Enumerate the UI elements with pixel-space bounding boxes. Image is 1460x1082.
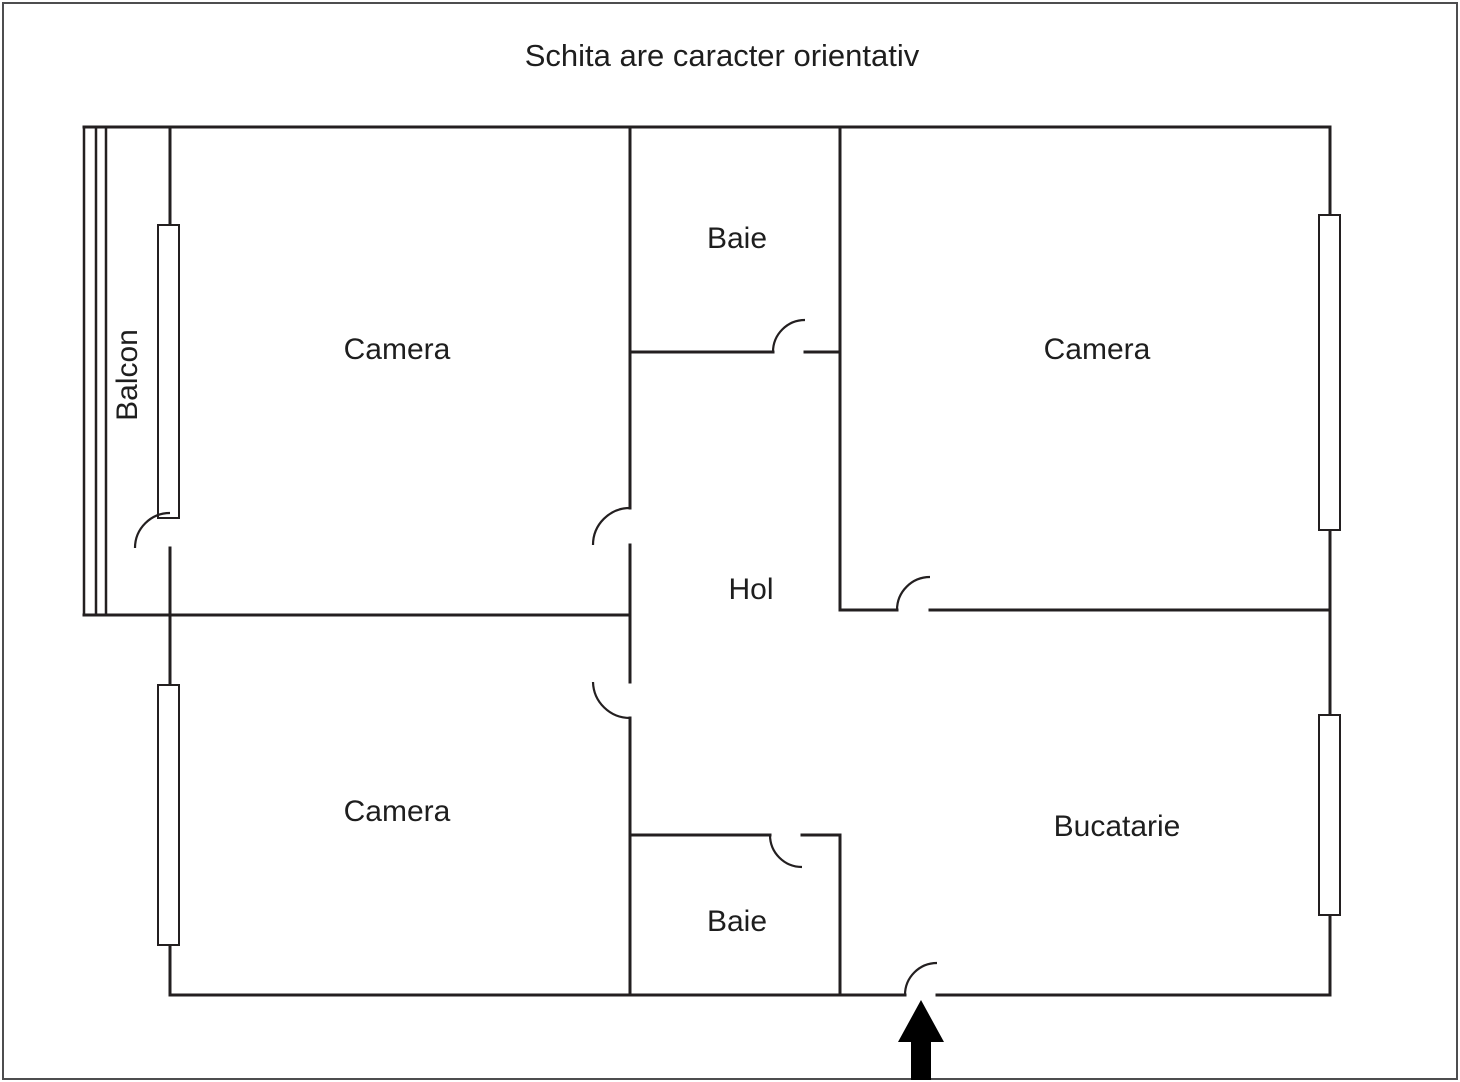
wall-lines [82,125,1332,997]
room-label-camera-top-left: Camera [344,333,451,366]
room-label-bucatarie: Bucatarie [1054,810,1181,843]
door-arc-camera-bottom-left [591,681,631,720]
room-label-baie-top: Baie [707,222,767,255]
door-arc-baie-bottom [768,834,803,869]
room-label-camera-bottom-left: Camera [344,795,451,828]
room-label-camera-top-right: Camera [1044,333,1151,366]
plan-title: Schita are caracter orientativ [525,38,920,73]
balcony-railing [82,125,108,617]
room-label-hol: Hol [728,573,773,606]
labels: Schita are caracter orientativ Balcon Ca… [111,38,1180,938]
room-label-balcon: Balcon [111,329,144,421]
room-label-baie-bottom: Baie [707,905,767,938]
window-bucatarie [1318,714,1341,916]
window-camera-bottom-left [157,684,180,946]
entrance-arrow-icon [898,1000,944,1080]
door-arc-baie-top [771,318,806,353]
window-camera-top-left [157,224,180,519]
door-arc-camera-top-right [895,575,931,611]
door-arc-entrance [903,961,938,996]
door-arc-balcony [133,511,171,549]
window-camera-top-right [1318,214,1341,531]
door-arc-camera-top-left [591,506,631,546]
windows [157,214,1341,946]
door-arcs [133,318,938,996]
